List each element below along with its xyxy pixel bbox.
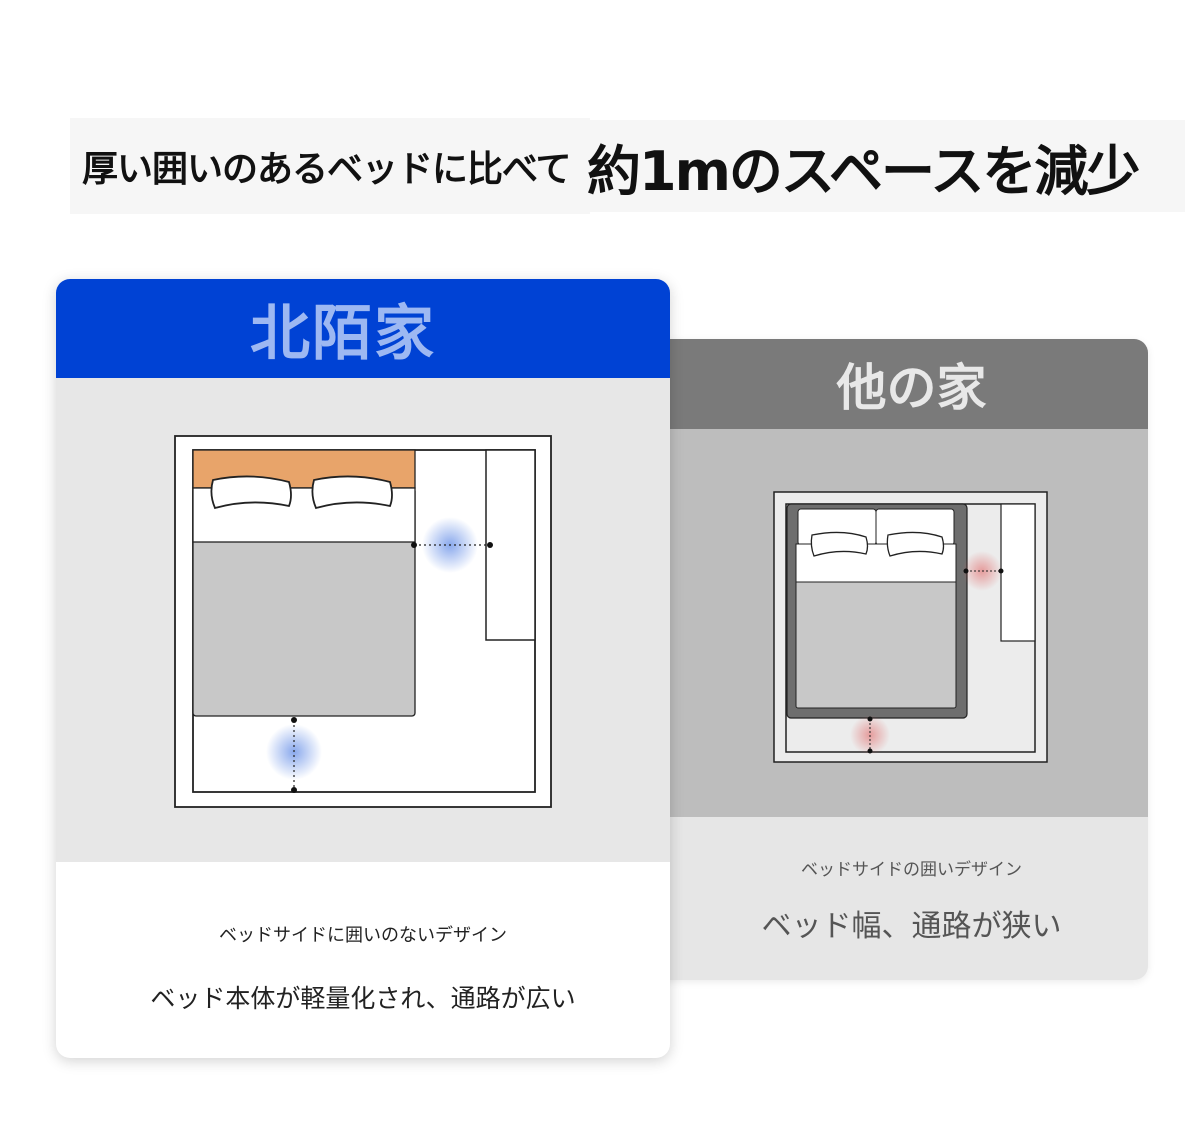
card-other-floor-plan (640, 429, 1148, 817)
pillow-left (210, 475, 292, 510)
pillow-right (311, 475, 393, 510)
side-gap-point-b (487, 542, 493, 548)
card-ours-main-text: ベッド本体が軽量化され、通路が広い (150, 984, 576, 1013)
headline-right: 約1mのスペースを減少 (575, 120, 1185, 212)
pillow-left (810, 531, 869, 557)
headline-left: 厚い囲いのあるベッドに比べて (70, 118, 590, 214)
card-other-title: 他の家 (836, 359, 987, 417)
card-ours-floor-plan (56, 378, 670, 862)
wardrobe (1000, 503, 1036, 642)
other-floor-plan-diagram (773, 491, 1048, 763)
foot-gap-point-a (867, 716, 873, 722)
foot-gap-point-b (867, 748, 873, 754)
foot-gap-point-b (291, 787, 297, 793)
pillow-right (886, 531, 945, 557)
card-ours-header: 北陌家 (56, 279, 670, 378)
card-other-main-text: ベッド幅、通路が狭い (761, 909, 1062, 944)
card-ours: 北陌家 (56, 279, 670, 1058)
card-other-subtitle: ベッドサイドの囲いデザイン (801, 860, 1022, 880)
card-ours-subtitle: ベッドサイドに囲いのないデザイン (219, 925, 507, 946)
card-other: 他の家 (640, 339, 1148, 980)
ours-floor-plan-diagram (174, 435, 552, 808)
card-ours-title: 北陌家 (250, 299, 436, 369)
card-other-header: 他の家 (640, 339, 1148, 429)
foot-gap-point-a (291, 717, 297, 723)
side-gap-point-a (411, 542, 417, 548)
side-gap-point-a (963, 568, 969, 574)
side-gap-point-b (998, 568, 1004, 574)
wardrobe (485, 449, 536, 641)
